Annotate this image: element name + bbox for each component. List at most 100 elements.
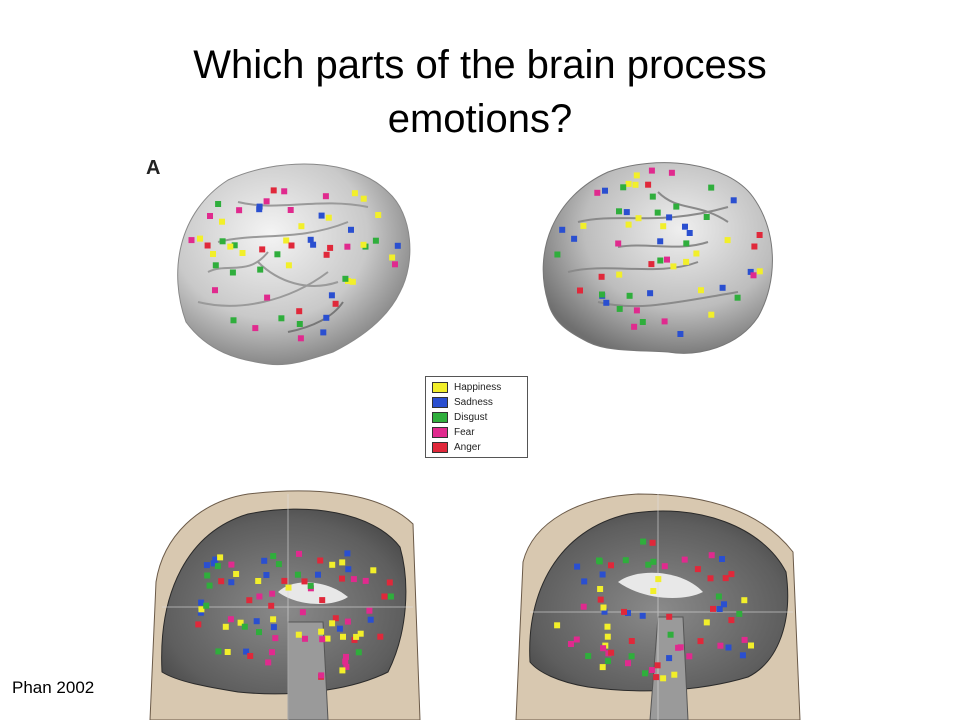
- activation-focus: [198, 606, 205, 613]
- activation-focus: [648, 261, 655, 268]
- activation-focus: [319, 597, 326, 604]
- activation-focus: [683, 240, 690, 247]
- activation-focus: [265, 659, 272, 666]
- activation-focus: [741, 636, 748, 643]
- activation-focus: [295, 631, 302, 638]
- activation-focus: [654, 209, 661, 216]
- activation-focus: [215, 201, 222, 207]
- activation-focus: [574, 563, 581, 570]
- activation-focus: [344, 550, 351, 557]
- activation-focus: [581, 578, 588, 585]
- legend-item-fear: Fear: [432, 427, 475, 438]
- activation-focus: [554, 251, 561, 258]
- activation-focus: [681, 556, 688, 563]
- activation-focus: [247, 653, 254, 659]
- activation-focus: [559, 226, 566, 233]
- activation-focus: [600, 645, 607, 652]
- activation-focus: [603, 299, 610, 306]
- activation-focus: [264, 294, 271, 301]
- activation-focus: [281, 188, 288, 195]
- activation-focus: [597, 596, 604, 603]
- activation-focus: [224, 649, 231, 655]
- legend-swatch: [432, 412, 448, 423]
- activation-focus: [206, 582, 213, 589]
- activation-focus: [318, 672, 325, 679]
- activation-focus: [698, 287, 704, 294]
- activation-focus: [386, 579, 393, 586]
- emotion-legend: Happiness Sadness Disgust Fear Anger: [425, 376, 528, 458]
- legend-label: Happiness: [454, 382, 502, 393]
- activation-focus: [255, 578, 262, 584]
- activation-focus: [256, 206, 263, 213]
- panel-label: A: [146, 157, 161, 179]
- left-hemisphere-render: [177, 163, 411, 366]
- activation-focus: [315, 571, 321, 578]
- activation-focus: [228, 561, 235, 568]
- activation-focus: [640, 538, 647, 545]
- activation-focus: [329, 620, 336, 627]
- legend-swatch: [432, 442, 448, 453]
- activation-focus: [343, 663, 350, 670]
- activation-focus: [666, 655, 673, 662]
- activation-focus: [623, 209, 630, 216]
- activation-focus: [344, 243, 351, 250]
- activation-focus: [633, 172, 640, 179]
- activation-focus: [747, 268, 754, 275]
- activation-focus: [394, 242, 401, 249]
- activation-focus: [650, 558, 657, 565]
- activation-focus: [230, 317, 237, 324]
- activation-focus: [274, 251, 281, 258]
- activation-focus: [649, 193, 656, 200]
- activation-focus: [580, 222, 587, 229]
- left-sagittal-mri: [149, 490, 421, 720]
- activation-focus: [703, 619, 710, 626]
- activation-focus: [360, 241, 367, 248]
- activation-focus: [287, 207, 294, 213]
- activation-focus: [736, 610, 743, 617]
- activation-focus: [332, 300, 339, 307]
- activation-focus: [307, 582, 314, 589]
- activation-focus: [322, 193, 329, 200]
- activation-focus: [222, 623, 229, 630]
- activation-focus: [297, 335, 304, 342]
- activation-focus: [554, 622, 561, 629]
- activation-focus: [719, 284, 726, 291]
- activation-focus: [693, 250, 700, 257]
- activation-focus: [269, 649, 275, 656]
- legend-label: Sadness: [454, 397, 493, 408]
- activation-focus: [212, 262, 219, 269]
- activation-focus: [616, 271, 623, 278]
- activation-focus: [302, 635, 308, 642]
- activation-focus: [218, 578, 225, 585]
- activation-focus: [392, 261, 398, 268]
- activation-focus: [207, 213, 213, 219]
- activation-focus: [270, 616, 277, 623]
- activation-focus: [661, 318, 668, 325]
- activation-focus: [197, 609, 204, 616]
- activation-focus: [275, 561, 282, 568]
- activation-focus: [219, 238, 226, 245]
- activation-focus: [268, 602, 275, 609]
- legend-label: Anger: [454, 442, 481, 453]
- activation-focus: [728, 571, 735, 578]
- activation-focus: [236, 207, 243, 214]
- activation-focus: [344, 618, 351, 625]
- activation-focus: [253, 618, 260, 625]
- activation-focus: [319, 636, 326, 643]
- activation-focus: [635, 215, 642, 222]
- source-citation: Phan 2002: [12, 678, 95, 697]
- activation-focus: [332, 615, 339, 622]
- activation-focus: [721, 601, 727, 608]
- activation-focus: [339, 559, 346, 566]
- legend-item-sadness: Sadness: [432, 397, 493, 408]
- activation-focus: [625, 660, 631, 667]
- activation-focus: [294, 571, 301, 578]
- activation-focus: [204, 242, 211, 249]
- activation-focus: [599, 664, 606, 671]
- activation-focus: [345, 566, 352, 573]
- activation-focus: [351, 636, 358, 643]
- activation-focus: [568, 641, 574, 647]
- activation-focus: [734, 294, 741, 301]
- activation-focus: [707, 575, 714, 582]
- activation-focus: [649, 667, 656, 673]
